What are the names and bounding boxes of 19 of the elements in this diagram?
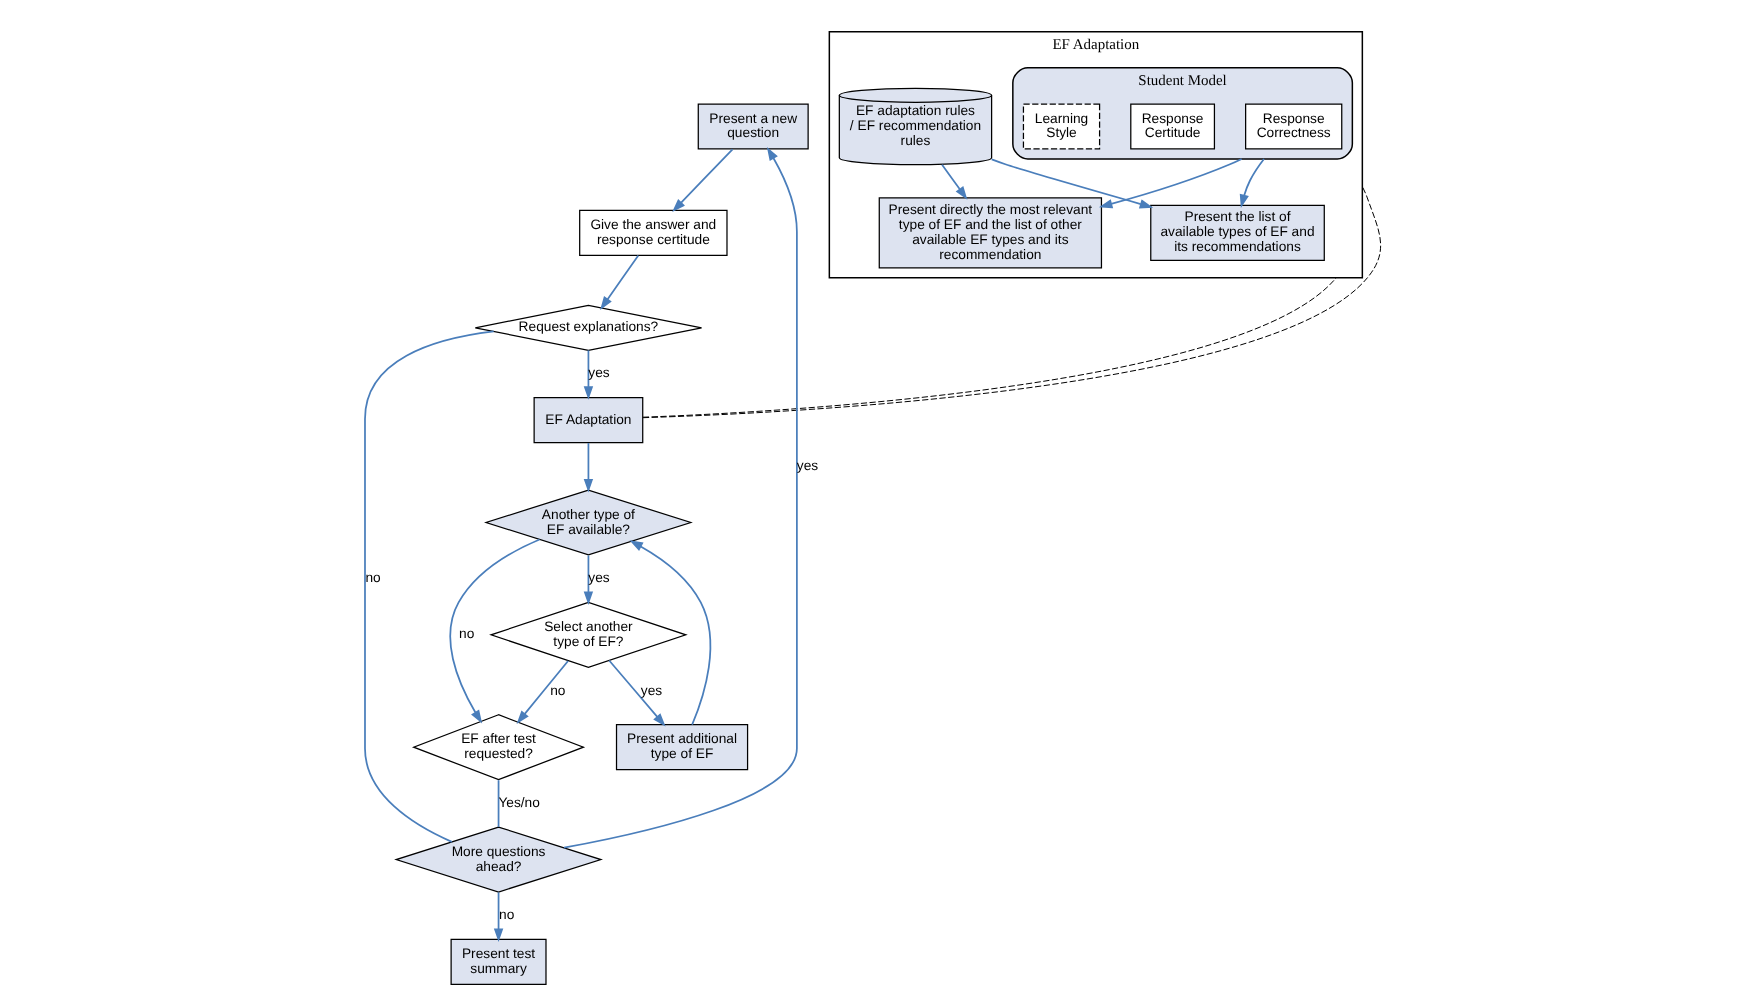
arrow xyxy=(515,660,568,724)
arrow xyxy=(671,148,733,213)
arrow xyxy=(1238,158,1264,208)
arrow xyxy=(989,158,1153,209)
arrow xyxy=(628,540,711,726)
connector xyxy=(363,330,494,843)
arrow xyxy=(607,659,665,727)
arrow xyxy=(582,554,593,605)
connector xyxy=(496,779,499,828)
arrow xyxy=(599,254,639,310)
arrow xyxy=(940,163,967,200)
arrow xyxy=(492,891,503,942)
arrow xyxy=(448,538,540,724)
arrow xyxy=(582,442,593,493)
arrow xyxy=(562,147,797,849)
arrow xyxy=(582,349,593,400)
arrow xyxy=(1097,158,1242,209)
connector xyxy=(641,186,1381,419)
connector xyxy=(641,277,1336,418)
